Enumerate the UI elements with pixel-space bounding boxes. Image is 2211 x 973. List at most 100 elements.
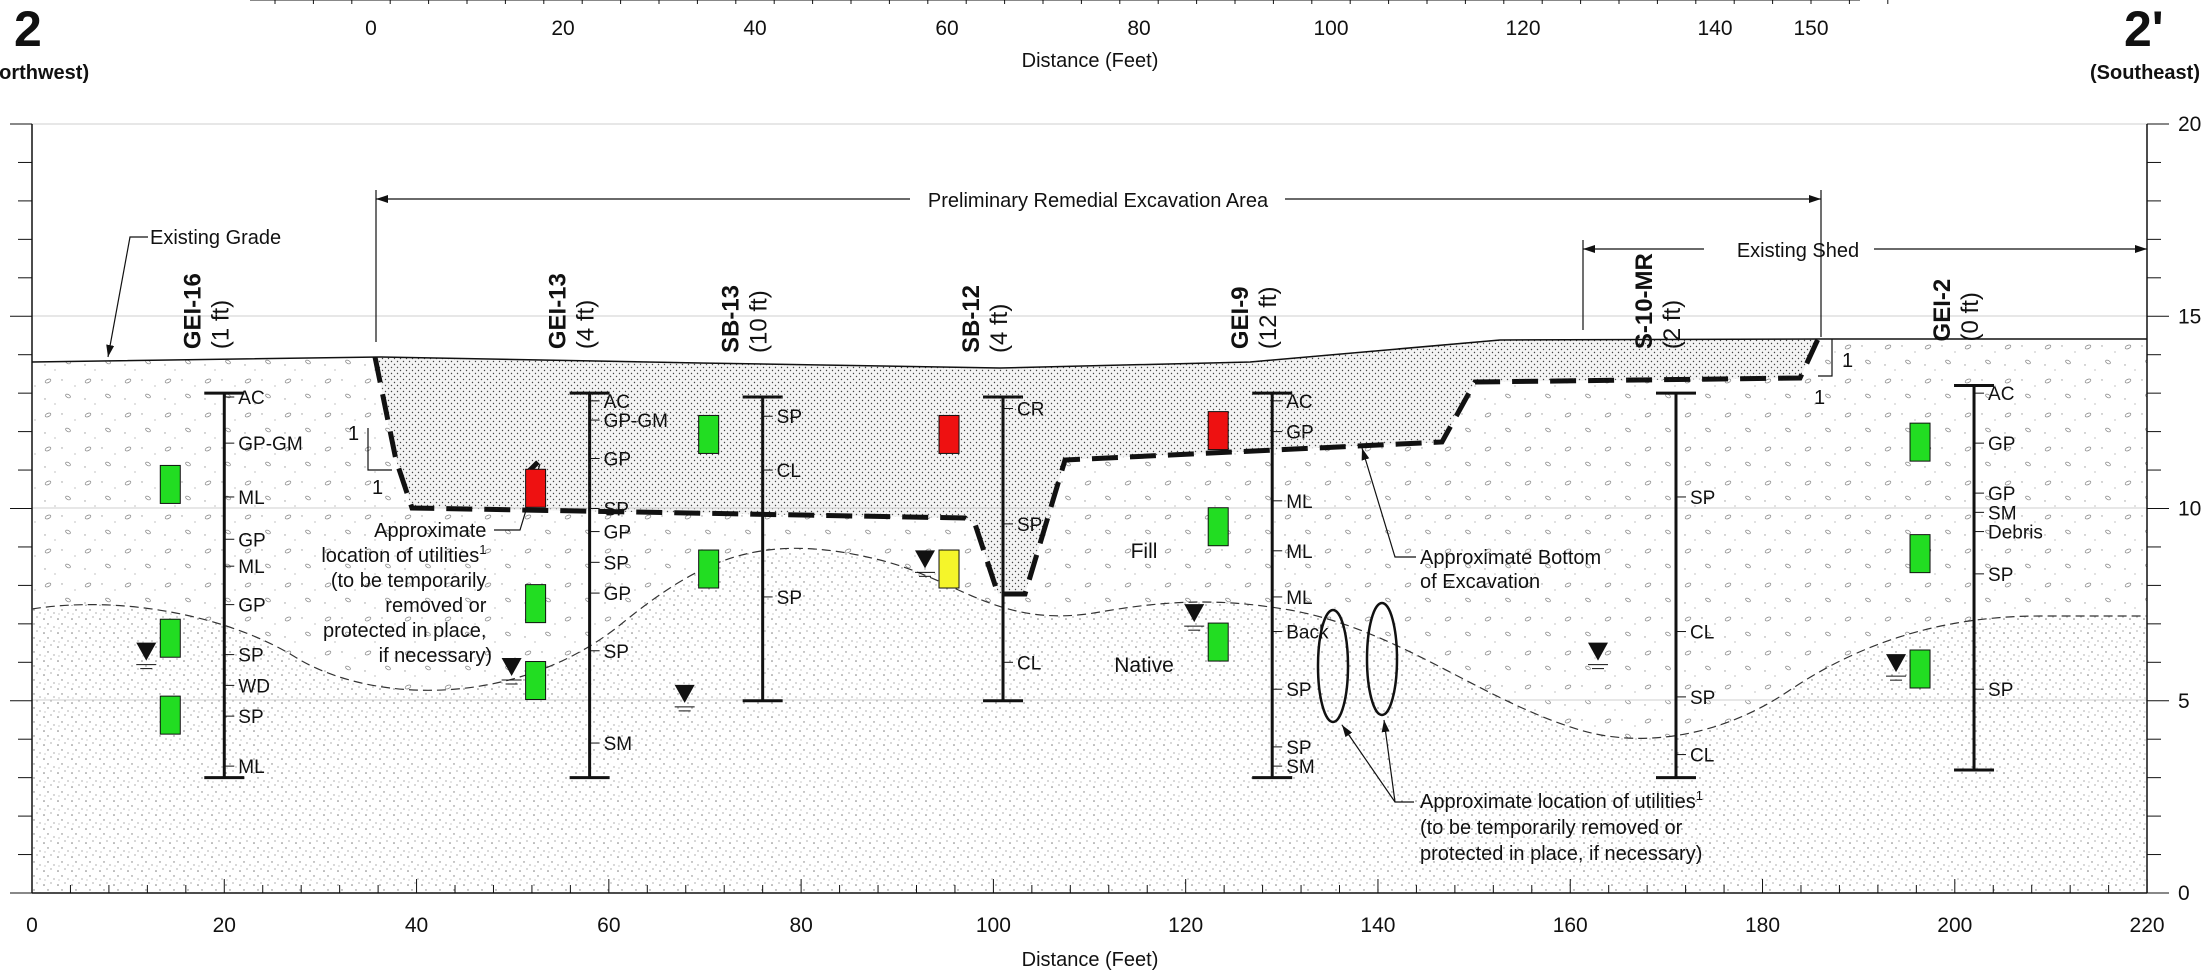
bottom-axis-tick-label: 120	[1168, 914, 1203, 937]
red-sample-marker	[525, 468, 547, 508]
soil-label: ML	[1286, 542, 1312, 563]
top-axis-title: Distance (Feet)	[1022, 50, 1159, 72]
top-axis-tick-label: 60	[935, 17, 958, 40]
bottom-axis-tick-label: 100	[976, 914, 1011, 937]
utilities-right-line-2: (to be temporarily removed or	[1420, 817, 1683, 839]
native-layer-label: Native	[1114, 654, 1174, 677]
soil-label: GP	[238, 596, 265, 617]
yellow-sample-marker	[938, 549, 960, 589]
existing-shed-label: Existing Shed	[1737, 240, 1859, 262]
boring-depth: (1 ft)	[207, 300, 234, 349]
fill-layer-label: Fill	[1131, 540, 1158, 563]
green-sample-marker	[698, 549, 720, 589]
section-start-label: 2	[14, 1, 42, 57]
slope-indicator-right	[1818, 339, 1833, 377]
bottom-axis-title: Distance (Feet)	[1022, 949, 1159, 971]
boring-name: SB-13	[718, 285, 745, 353]
soil-label: SM	[1988, 503, 2017, 524]
green-sample-marker	[698, 414, 720, 454]
green-sample-marker	[1909, 422, 1931, 462]
green-sample-marker	[525, 584, 547, 624]
soil-label: ML	[238, 757, 264, 778]
boring-name: S-10-MR	[1631, 253, 1658, 349]
utilities-right-leader-2	[1381, 719, 1396, 803]
soil-label: SP	[1286, 680, 1311, 701]
top-axis-tick-label: 80	[1127, 17, 1150, 40]
boring-title: SB-13(10 ft)	[718, 285, 773, 353]
section-end-direction: (Southeast)	[2090, 62, 2200, 84]
green-sample-marker	[1207, 507, 1229, 547]
groundwater-marker	[501, 657, 522, 676]
boring-depth: (4 ft)	[986, 304, 1013, 353]
bottom-excavation-line-1: Approximate Bottom	[1420, 547, 1601, 569]
red-sample-marker	[938, 414, 960, 454]
boring-name: SB-12	[958, 285, 985, 353]
slope-label-right-horizontal: 1	[1814, 387, 1825, 409]
boring-depth: (12 ft)	[1255, 286, 1282, 349]
soil-label: ML	[238, 557, 264, 578]
utilities-left-line-2: location of utilities1	[321, 542, 486, 567]
green-sample-marker	[1909, 649, 1931, 689]
slope-label-left-horizontal: 1	[372, 477, 383, 499]
soil-label: AC	[1286, 392, 1312, 413]
bottom-axis-tick-label: 40	[405, 914, 428, 937]
fill-native-contact	[31, 547, 2147, 739]
utilities-right-line-1: Approximate location of utilities1	[1420, 788, 1703, 813]
bottom-excavation-leader	[1361, 447, 1416, 558]
utilities-left-line-6: if necessary)	[379, 645, 492, 667]
existing-grade-leader	[106, 236, 148, 358]
soil-label: SP	[604, 642, 629, 663]
green-sample-marker	[159, 695, 181, 735]
bottom-axis-tick-label: 80	[789, 914, 812, 937]
right-elevation-tick-label: 0	[2178, 882, 2190, 905]
soil-label: GP	[1988, 434, 2015, 455]
soil-label: GP	[1286, 423, 1313, 444]
right-elevation-tick-label: 15	[2178, 305, 2201, 328]
bottom-axis-tick-label: 20	[213, 914, 236, 937]
native-soil-layer	[32, 548, 2147, 893]
utilities-left-line-1: Approximate	[374, 520, 486, 542]
utility-location-ellipse-1	[1316, 608, 1350, 724]
soil-label: CL	[1017, 653, 1041, 674]
top-axis-tick-label: 40	[743, 17, 766, 40]
boring-depth: (4 ft)	[573, 300, 600, 349]
soil-label: SM	[1286, 757, 1315, 778]
soil-label: SP	[604, 500, 629, 521]
right-elevation-tick-label: 5	[2178, 690, 2190, 713]
green-sample-marker	[1207, 622, 1229, 662]
boring-name: GEI-13	[545, 273, 572, 349]
soil-label: CL	[1690, 746, 1714, 767]
bottom-axis-tick-label: 0	[26, 914, 38, 937]
soil-label: GP-GM	[604, 411, 668, 432]
boring-name: GEI-2	[1929, 279, 1956, 342]
soil-label: GP-GM	[238, 434, 302, 455]
soil-label: SP	[1988, 680, 2013, 701]
bottom-axis-tick-label: 60	[597, 914, 620, 937]
boring-depth: (2 ft)	[1659, 300, 1686, 349]
soil-label: WD	[238, 676, 270, 697]
boring-title: GEI-13(4 ft)	[545, 273, 600, 349]
groundwater-marker	[1587, 642, 1608, 661]
bottom-excavation-line-2: of Excavation	[1420, 571, 1540, 593]
soil-label: CL	[777, 461, 801, 482]
boring-depth: (0 ft)	[1957, 292, 1984, 341]
right-elevation-tick-label: 10	[2178, 498, 2201, 521]
bottom-axis-tick-label: 180	[1745, 914, 1780, 937]
soil-label: ML	[238, 488, 264, 509]
soil-label: SP	[777, 407, 802, 428]
groundwater-marker	[915, 550, 936, 569]
groundwater-marker	[1886, 654, 1907, 673]
top-axis-tick-label: 100	[1313, 17, 1348, 40]
utilities-right-label: Approximate location of utilities1 (to b…	[1420, 783, 1709, 865]
bottom-axis-tick-label: 160	[1553, 914, 1588, 937]
green-sample-marker	[159, 464, 181, 504]
red-sample-marker	[1207, 411, 1229, 451]
soil-label: SP	[1286, 738, 1311, 759]
section-start-direction: (Northwest)	[0, 62, 89, 84]
